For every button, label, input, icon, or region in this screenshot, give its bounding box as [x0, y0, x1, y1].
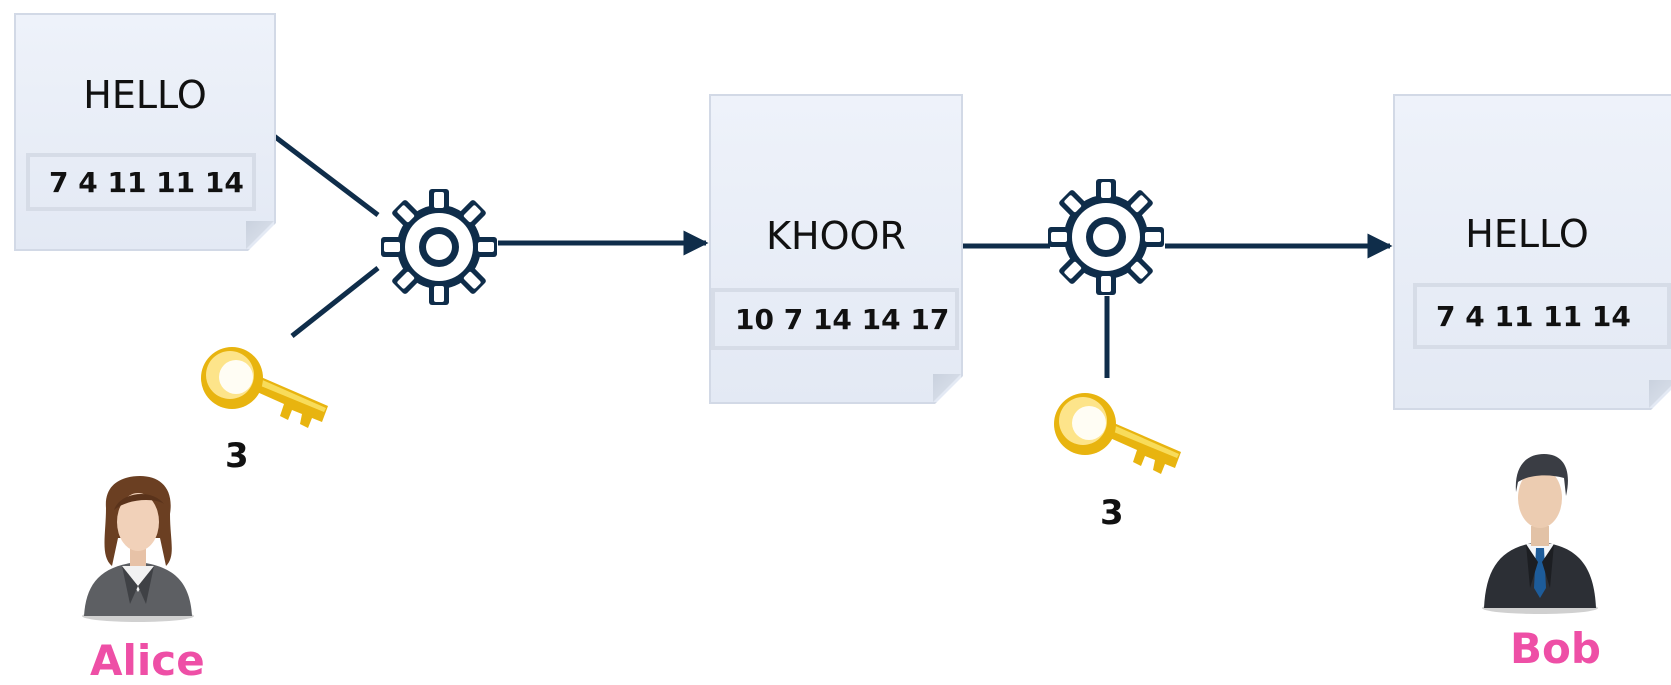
decrypted-codes: 7 4 11 11 14: [1413, 283, 1671, 349]
alice-avatar-icon: [82, 476, 194, 622]
encrypt-key-icon: [201, 347, 328, 428]
key-to-encrypt-connector: [290, 266, 380, 338]
bob-avatar-icon: [1482, 454, 1598, 614]
bob-name: Bob: [1510, 624, 1601, 673]
plaintext-codes: 7 4 11 11 14: [26, 153, 256, 211]
ciphertext-title: KHOOR: [766, 214, 906, 258]
alice-name: Alice: [90, 636, 205, 685]
decrypt-key-icon: [1054, 393, 1181, 474]
decrypt-gear-icon: [1048, 179, 1164, 295]
ciphertext-document: KHOOR 10 7 14 14 17: [709, 94, 963, 404]
ciphertext-codes: 10 7 14 14 17: [711, 288, 959, 350]
plaintext-title: HELLO: [83, 73, 207, 117]
decrypted-title: HELLO: [1465, 212, 1589, 256]
encrypt-key-label: 3: [225, 436, 249, 476]
decrypted-document: HELLO 7 4 11 11 14: [1393, 94, 1671, 410]
plaintext-to-encrypt-connector: [272, 134, 380, 217]
decrypt-key-label: 3: [1100, 493, 1124, 533]
encrypt-gear-icon: [381, 189, 497, 305]
plaintext-document: HELLO 7 4 11 11 14: [14, 13, 276, 251]
